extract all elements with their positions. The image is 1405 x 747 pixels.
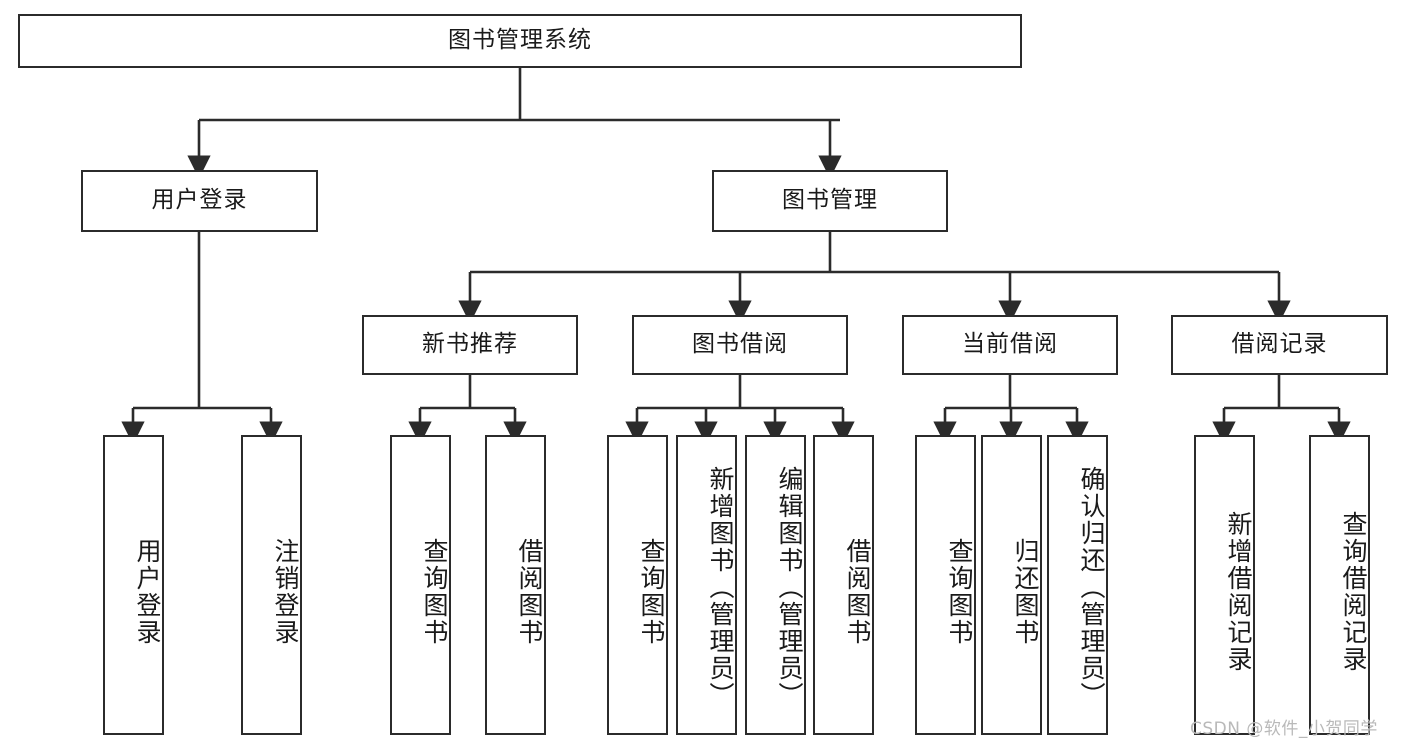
leaf-current-borrow-confirm-return-admin[interactable]: 确认归还（管理员） [1047,435,1108,735]
leaf-borrow-record-add-record[interactable]: 新增借阅记录 [1194,435,1255,735]
node-label: 图书管理系统 [448,27,592,54]
node-label: 查询图书 [945,538,974,646]
node-label: 借阅图书 [843,538,872,646]
leaf-borrow-record-query-record[interactable]: 查询借阅记录 [1309,435,1370,735]
leaf-book-borrow-borrow-book[interactable]: 借阅图书 [813,435,874,735]
node-root-book-management-system[interactable]: 图书管理系统 [18,14,1022,68]
leaf-current-borrow-return-book[interactable]: 归还图书 [981,435,1042,735]
node-label: 查询图书 [420,538,449,646]
leaf-book-borrow-edit-book-admin[interactable]: 编辑图书（管理员） [745,435,806,735]
node-new-book-recommend[interactable]: 新书推荐 [362,315,578,375]
node-label: 借阅记录 [1231,331,1328,358]
node-user-login[interactable]: 用户登录 [81,170,318,232]
node-label: 查询图书 [637,538,666,646]
node-label: 用户登录 [133,538,162,646]
node-label: 当前借阅 [962,331,1058,358]
node-current-borrow[interactable]: 当前借阅 [902,315,1118,375]
leaf-new-book-borrow-book[interactable]: 借阅图书 [485,435,546,735]
node-book-management[interactable]: 图书管理 [712,170,948,232]
node-label: 借阅图书 [515,538,544,646]
node-label: 新增借阅记录 [1224,511,1253,673]
node-label: 注销登录 [271,538,300,646]
node-label: 图书管理 [782,187,878,214]
node-label: 图书借阅 [692,331,788,358]
leaf-new-book-query-book[interactable]: 查询图书 [390,435,451,735]
node-label: 归还图书 [1011,538,1040,646]
leaf-current-borrow-query-book[interactable]: 查询图书 [915,435,976,735]
node-label: 确认归还（管理员） [1077,465,1106,709]
leaf-book-borrow-add-book-admin[interactable]: 新增图书（管理员） [676,435,737,735]
watermark: CSDN @软件_小贺同学 [1190,719,1378,739]
node-label: 新书推荐 [422,331,518,358]
leaf-user-login-login[interactable]: 用户登录 [103,435,164,735]
leaf-user-login-logout[interactable]: 注销登录 [241,435,302,735]
node-label: 新增图书（管理员） [706,465,735,709]
leaf-book-borrow-query-book[interactable]: 查询图书 [607,435,668,735]
node-borrow-record[interactable]: 借阅记录 [1171,315,1388,375]
node-book-borrow[interactable]: 图书借阅 [632,315,848,375]
node-label: 查询借阅记录 [1339,511,1368,673]
node-label: 用户登录 [151,187,248,214]
node-label: 编辑图书（管理员） [775,465,804,709]
